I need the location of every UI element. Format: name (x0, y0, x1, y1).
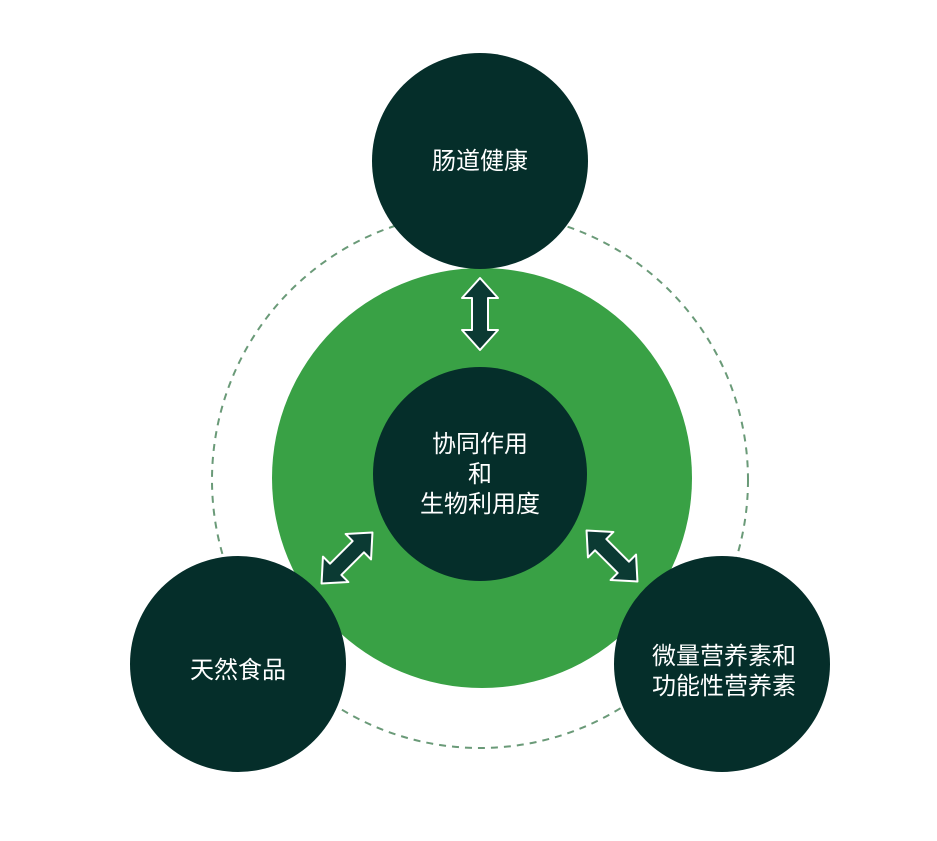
double-arrow-icon-left (320, 531, 374, 585)
bottom-left-node (130, 556, 346, 772)
double-arrow-icon-right (585, 529, 639, 583)
center-label-line-2: 和 (468, 460, 492, 488)
bottom-right-label-line-1: 微量营养素和 (652, 642, 796, 670)
top-label-line-1: 肠道健康 (432, 147, 528, 175)
center-label-line-1: 协同作用 (432, 430, 528, 458)
bottom-right-node (614, 556, 830, 772)
center-node (373, 367, 587, 581)
bottom-left-label-line-1: 天然食品 (190, 656, 286, 684)
center-label-line-3: 生物利用度 (420, 490, 540, 518)
center-label: 协同作用 和 生物利用度 (420, 429, 540, 519)
top-node (372, 53, 588, 269)
bottom-right-label-line-2: 功能性营养素 (652, 672, 796, 700)
top-label: 肠道健康 (432, 146, 528, 176)
double-arrow-icon-top (461, 277, 499, 351)
bottom-left-label: 天然食品 (190, 655, 286, 685)
bottom-right-label: 微量营养素和 功能性营养素 (652, 641, 796, 701)
